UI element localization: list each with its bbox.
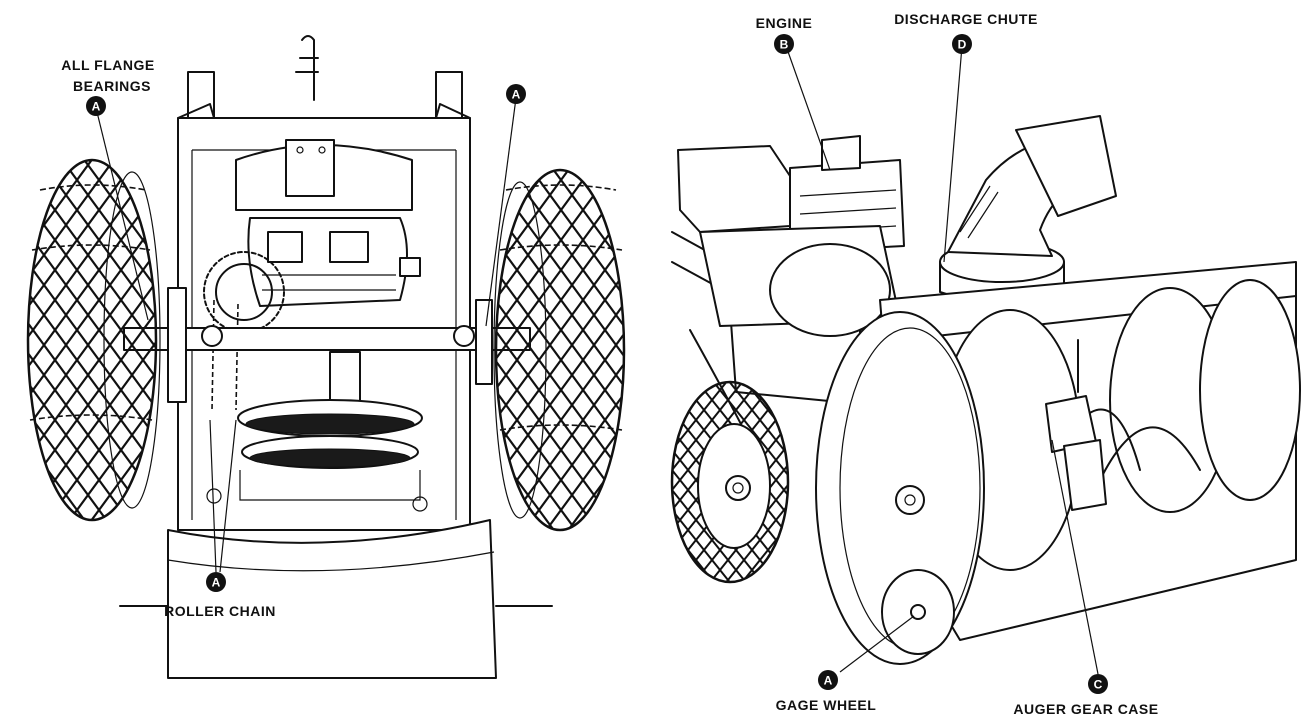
drive-wheel [670, 380, 790, 584]
engine-cap [821, 135, 861, 171]
flange-bearing-plate-right [475, 299, 493, 385]
leader-gage-wheel [839, 615, 915, 673]
chute-crank [959, 185, 999, 239]
lower-pulley-belt [249, 448, 411, 468]
discharge-chute-assembly [939, 115, 1117, 303]
auger-spirals [939, 279, 1301, 571]
fuel-tank [677, 145, 791, 233]
leader-roller-chain [209, 419, 237, 573]
svg-text:A: A [512, 88, 521, 102]
axle-bearing-right [453, 325, 475, 347]
sprocket-hub [215, 263, 273, 321]
upper-bracket [285, 139, 335, 197]
left-tire [26, 158, 161, 522]
left-figure-undercarriage [26, 35, 626, 679]
label-bearings: BEARINGS [73, 78, 151, 94]
lower-housing-rim [167, 551, 495, 572]
label-engine: ENGINE [756, 15, 813, 31]
lower-housing [167, 519, 497, 679]
engine-flywheel-cover [769, 243, 891, 337]
side-plate [815, 311, 985, 665]
leader-discharge-chute [943, 45, 963, 263]
callout-discharge-chute: D [952, 34, 972, 54]
flange-bearing-plate-left [167, 287, 187, 403]
callout-gage-wheel: A [818, 670, 838, 690]
roller-chain-run [211, 299, 239, 411]
label-roller-chain: ROLLER CHAIN [164, 603, 276, 619]
control-cable [295, 35, 319, 101]
gear-case-mount [1063, 439, 1107, 511]
leader-auger-gear-case [1051, 439, 1099, 675]
label-all-flange: ALL FLANGE [61, 57, 154, 73]
label-gage-wheel: GAGE WHEEL [776, 697, 877, 713]
right-handle-upright [435, 71, 463, 119]
transmission-fitting [399, 257, 421, 277]
svg-text:D: D [958, 38, 967, 52]
right-tire [493, 168, 626, 532]
callout-engine: B [774, 34, 794, 54]
callout-roller-chain: A [206, 572, 226, 592]
chute-deflector [1015, 115, 1117, 217]
svg-text:A: A [92, 100, 101, 114]
leader-flange-right [485, 97, 517, 327]
axle-bearing-left [201, 325, 223, 347]
leader-engine [785, 45, 831, 171]
transmission-bosses [267, 231, 369, 263]
svg-text:A: A [824, 674, 833, 688]
label-discharge-chute: DISCHARGE CHUTE [894, 11, 1038, 27]
svg-text:A: A [212, 576, 221, 590]
right-figure-snowblower [670, 45, 1301, 675]
side-plate-hub [895, 485, 925, 515]
svg-text:C: C [1094, 678, 1103, 692]
upper-pulley-belt [245, 413, 415, 435]
leader-flange-left [95, 107, 149, 321]
svg-text:B: B [780, 38, 789, 52]
label-auger-gear-case: AUGER GEAR CASE [1013, 701, 1158, 717]
engine-assembly [677, 135, 905, 337]
callout-flange-right: A [506, 84, 526, 104]
callout-auger-gear-case: C [1088, 674, 1108, 694]
pulley-bracket [239, 470, 421, 501]
callout-flange-left: A [86, 96, 106, 116]
frame-brackets [177, 103, 471, 119]
